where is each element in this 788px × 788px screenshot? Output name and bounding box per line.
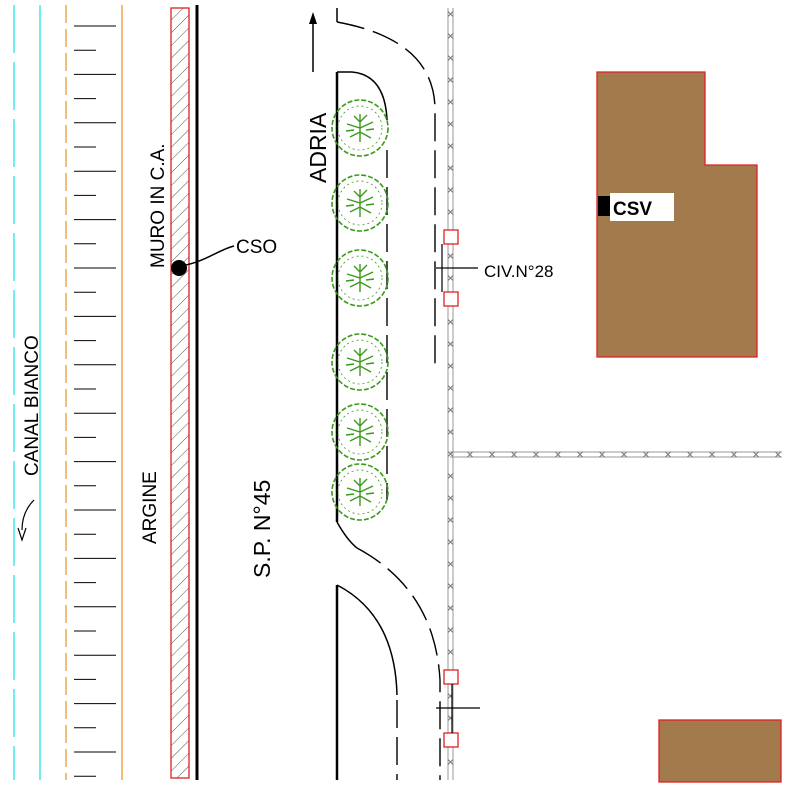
gate-civ28 bbox=[436, 229, 459, 307]
fences bbox=[447, 8, 782, 780]
label-civic: CIV.N°28 bbox=[484, 262, 554, 281]
fence-mark bbox=[447, 209, 454, 215]
fence-mark bbox=[447, 121, 454, 127]
cso-marker bbox=[171, 245, 235, 276]
fence-mark bbox=[577, 451, 583, 458]
fence-mark bbox=[467, 451, 473, 458]
fence-mark bbox=[447, 473, 454, 479]
fence-mark bbox=[599, 451, 605, 458]
dashed-curves bbox=[336, 21, 441, 780]
concrete-wall bbox=[170, 5, 199, 780]
tree-icon bbox=[331, 333, 389, 391]
fence-mark bbox=[665, 451, 671, 458]
fence-mark bbox=[447, 759, 454, 765]
fence-mark bbox=[447, 407, 454, 413]
slope-ticks bbox=[74, 25, 116, 777]
label-cso: CSO bbox=[236, 237, 277, 258]
fence-mark bbox=[753, 451, 759, 458]
fence-mark bbox=[447, 451, 454, 457]
fence-mark bbox=[447, 429, 454, 435]
fence-mark bbox=[447, 341, 454, 347]
fence-mark bbox=[447, 517, 454, 523]
fence-mark bbox=[447, 77, 454, 83]
fence-mark bbox=[775, 451, 781, 458]
label-direction: ADRIA bbox=[305, 112, 331, 183]
fence-mark bbox=[447, 627, 454, 633]
fence-mark bbox=[687, 451, 693, 458]
fence-mark bbox=[731, 451, 737, 458]
fence-mark bbox=[447, 539, 454, 545]
label-argine: ARGINE bbox=[140, 471, 161, 544]
fence-mark bbox=[533, 451, 539, 458]
fence-mark bbox=[447, 363, 454, 369]
tree-icon bbox=[331, 249, 389, 307]
canal-lines bbox=[13, 5, 41, 780]
fence-mark bbox=[447, 495, 454, 501]
tree-icon bbox=[331, 174, 389, 232]
label-road: S.P. N°45 bbox=[249, 480, 275, 578]
fence-mark bbox=[447, 11, 454, 17]
label-canal: CANAL BIANCO bbox=[22, 335, 43, 476]
label-muro: MURO IN C.A. bbox=[148, 143, 169, 268]
tree-icon bbox=[331, 463, 389, 521]
fence-mark bbox=[447, 275, 454, 281]
fence-mark bbox=[447, 33, 454, 39]
label-csv: CSV bbox=[613, 199, 652, 220]
fence-mark bbox=[555, 451, 561, 458]
fence-mark bbox=[447, 605, 454, 611]
tree-row bbox=[331, 99, 389, 521]
csv-marker bbox=[598, 193, 674, 221]
building-south bbox=[658, 719, 782, 783]
fence-mark bbox=[447, 649, 454, 655]
fence-mark bbox=[709, 451, 715, 458]
fence-mark bbox=[643, 451, 649, 458]
embankment bbox=[65, 5, 123, 780]
fence-mark bbox=[447, 319, 454, 325]
fence-mark bbox=[447, 583, 454, 589]
fence-mark bbox=[447, 561, 454, 567]
fence-mark bbox=[621, 451, 627, 458]
gate-south bbox=[436, 669, 480, 748]
flow-arrow-icon bbox=[17, 499, 35, 542]
fence-mark bbox=[511, 451, 517, 458]
tree-icon bbox=[331, 99, 389, 157]
fence-mark bbox=[447, 99, 454, 105]
tree-icon bbox=[331, 403, 389, 461]
fence-mark bbox=[447, 187, 454, 193]
fence-mark bbox=[447, 143, 454, 149]
fence-mark bbox=[447, 165, 454, 171]
fence-mark bbox=[447, 253, 454, 259]
fence-mark bbox=[447, 385, 454, 391]
building-csv bbox=[596, 71, 758, 358]
direction-arrow-icon bbox=[309, 12, 317, 72]
fence-mark bbox=[489, 451, 495, 458]
fence-mark bbox=[447, 55, 454, 61]
